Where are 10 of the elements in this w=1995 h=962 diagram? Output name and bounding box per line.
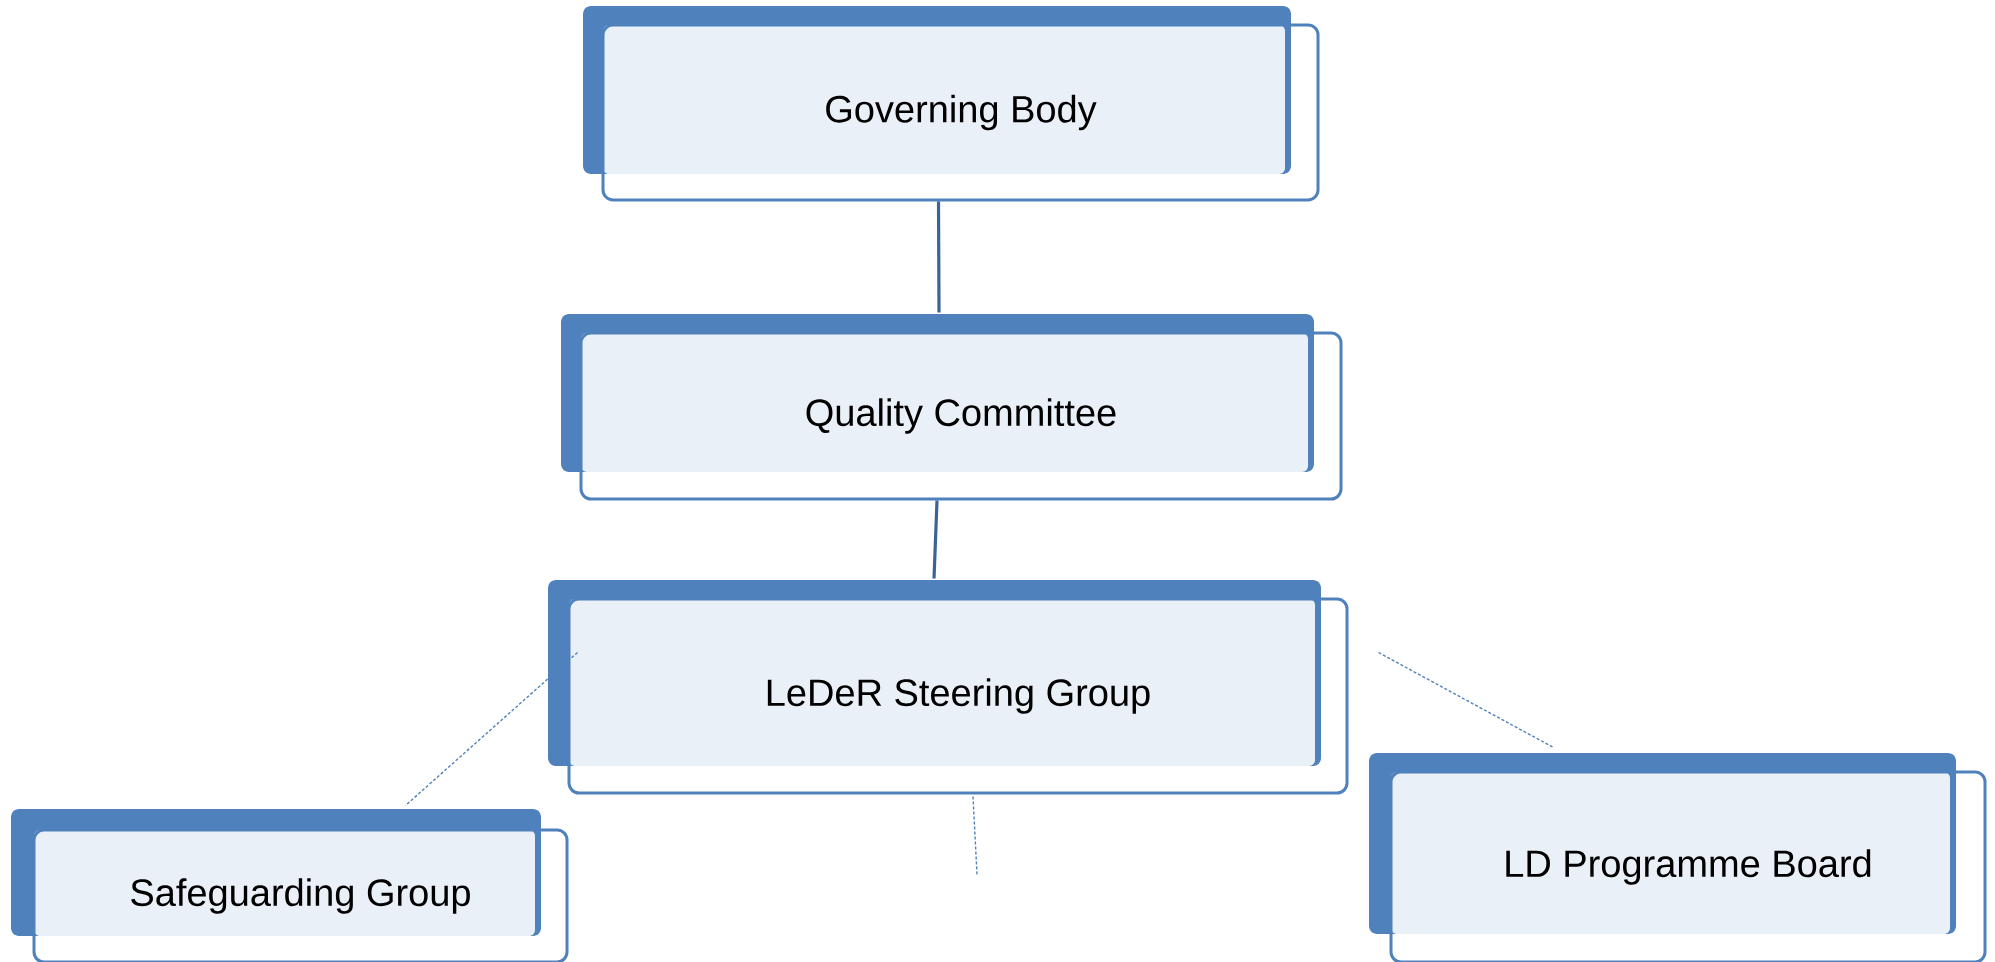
dashed-line bbox=[972, 795, 978, 876]
connector-line bbox=[932, 500, 939, 579]
box: LeDeR Steering Group bbox=[548, 580, 1349, 795]
dashed-line bbox=[1377, 651, 1555, 749]
box: Safeguarding Group bbox=[11, 809, 569, 962]
connector-line bbox=[936, 201, 941, 313]
box: Governing Body bbox=[583, 6, 1320, 202]
box: LD Programme Board bbox=[1369, 753, 1987, 962]
box: Quality Committee bbox=[561, 314, 1343, 501]
dashed-line bbox=[404, 651, 579, 807]
